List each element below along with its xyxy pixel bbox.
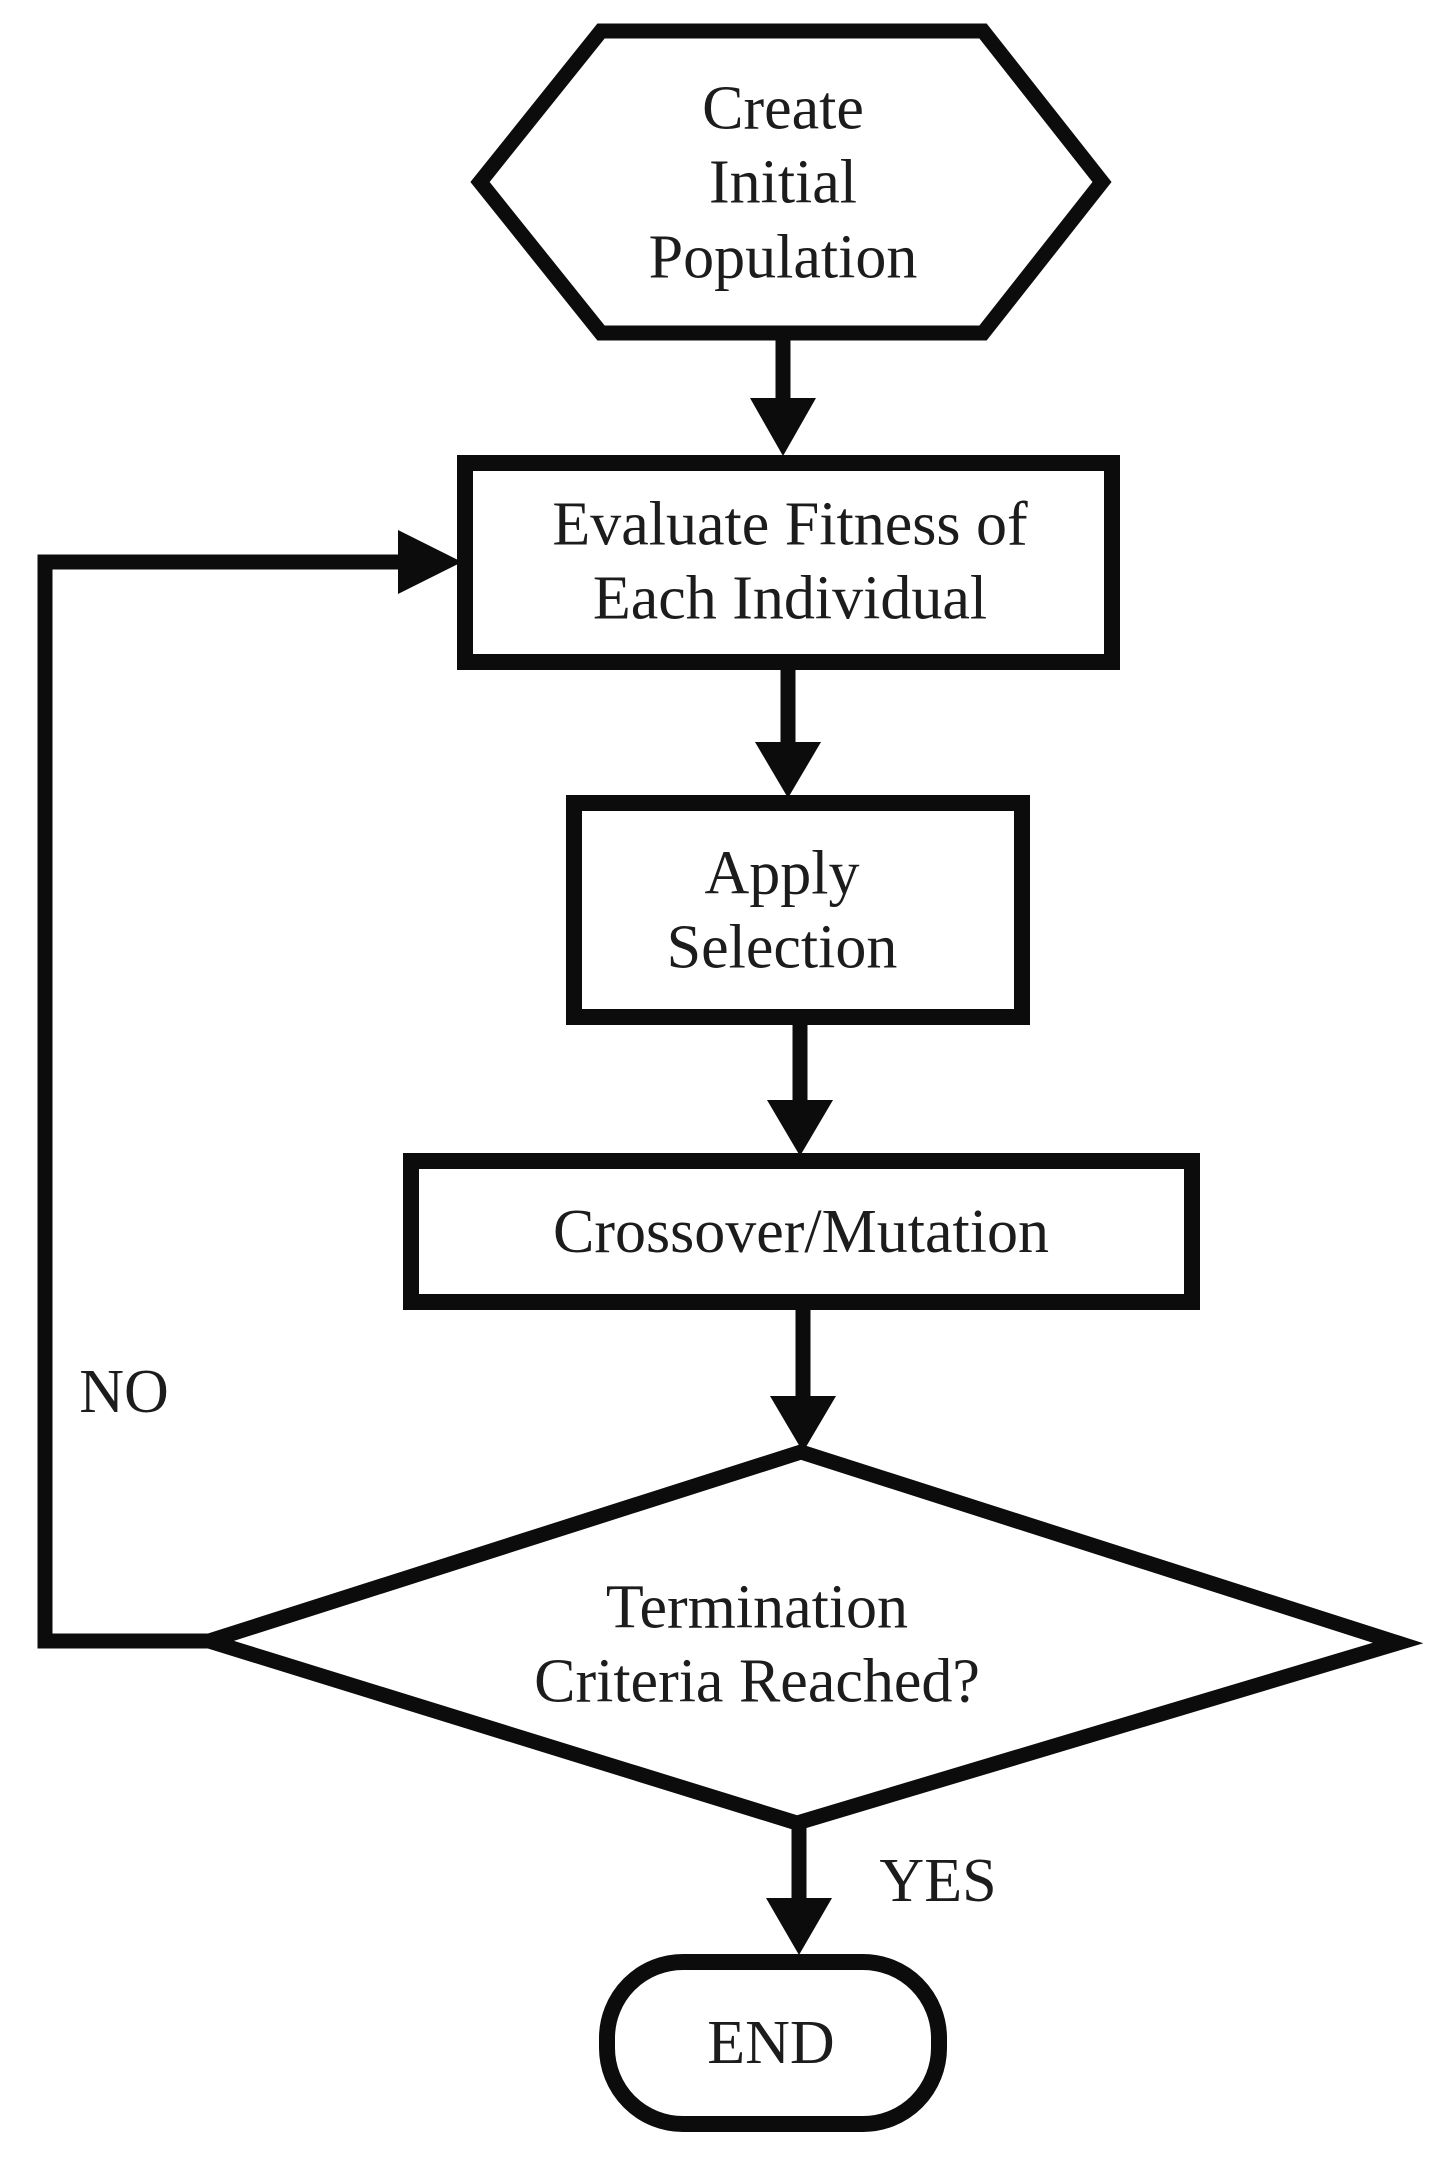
- yes-edge-label: YES: [879, 1846, 997, 1915]
- arrowhead-crossover-to-decision-icon: [770, 1396, 836, 1452]
- arrowhead-yes-to-end-icon: [766, 1898, 832, 1955]
- end-label: END: [707, 2008, 835, 2077]
- node-end: [599, 1954, 947, 2132]
- crossover-mutation-label: Crossover/Mutation: [553, 1197, 1049, 1266]
- arrowhead-create-to-evaluate-icon: [750, 398, 816, 456]
- no-edge-label: NO: [79, 1357, 169, 1426]
- evaluate-fitness-label: Evaluate Fitness of Each Individual: [552, 490, 1028, 633]
- termination-criteria-label: Termination Criteria Reached?: [534, 1573, 980, 1716]
- arrowhead-apply-to-crossover-icon: [767, 1100, 833, 1156]
- edge-no-loop: [37, 554, 402, 1649]
- create-initial-population-label: Create Initial Population: [648, 74, 918, 292]
- apply-selection-label: Apply Selection: [666, 839, 898, 982]
- arrowhead-no-loop-icon: [398, 530, 462, 594]
- node-evaluate-fitness: [457, 455, 1120, 670]
- node-termination-decision: [183, 1444, 1424, 1831]
- node-create-initial-population: [470, 23, 1112, 341]
- arrowhead-evaluate-to-apply-icon: [755, 742, 821, 798]
- node-crossover-mutation: [403, 1153, 1200, 1310]
- node-apply-selection: [566, 795, 1030, 1025]
